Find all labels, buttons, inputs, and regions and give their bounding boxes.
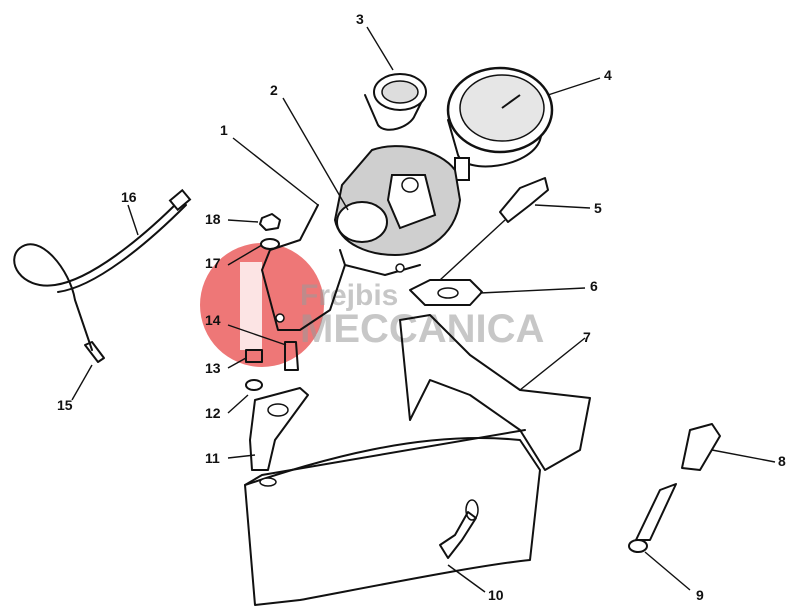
callout-labels: 1 2 3 4 5 6 7 8 9 10 11 12 13 14 15 16 1… — [57, 11, 786, 603]
callout-12: 12 — [205, 405, 221, 421]
callout-6: 6 — [590, 278, 598, 294]
part-11-bracket — [249, 387, 309, 471]
part-17-washer — [260, 238, 280, 250]
callout-4: 4 — [604, 67, 612, 83]
part-18-nut — [259, 213, 281, 231]
part-9-bolt — [628, 483, 677, 553]
callout-18: 18 — [205, 211, 221, 227]
callout-17: 17 — [205, 255, 221, 271]
callout-14: 14 — [205, 312, 221, 328]
callout-2: 2 — [270, 82, 278, 98]
watermark-line2: MECCANICA — [300, 307, 544, 351]
part-12-washer — [245, 379, 263, 391]
part-3-small-gauge — [364, 73, 427, 131]
part-4-speedometer — [446, 66, 554, 181]
part-10-bolt — [439, 511, 477, 559]
callout-10: 10 — [488, 587, 504, 603]
callout-11: 11 — [205, 450, 220, 466]
callout-9: 9 — [696, 587, 704, 603]
callout-13: 13 — [205, 360, 221, 376]
callout-5: 5 — [594, 200, 602, 216]
part-8-bolt — [681, 423, 721, 471]
callout-15: 15 — [57, 397, 73, 413]
watermark-line1: Frejbis — [300, 279, 398, 312]
callout-16: 16 — [121, 189, 137, 205]
callout-7: 7 — [583, 329, 591, 345]
callout-8: 8 — [778, 453, 786, 469]
callout-3: 3 — [356, 11, 364, 27]
part-6-plate — [409, 279, 483, 306]
part-1-bracket — [261, 204, 421, 331]
callout-1: 1 — [220, 122, 228, 138]
part-16-cable — [13, 188, 192, 363]
part-7-frame — [244, 314, 591, 606]
watermark-logo: Frejbis MECCANICA — [200, 243, 544, 367]
part-14-stud — [284, 341, 299, 371]
part-5-sensor — [439, 177, 549, 281]
part-2-instrument-panel — [333, 145, 462, 257]
leader-lines — [71, 26, 776, 593]
